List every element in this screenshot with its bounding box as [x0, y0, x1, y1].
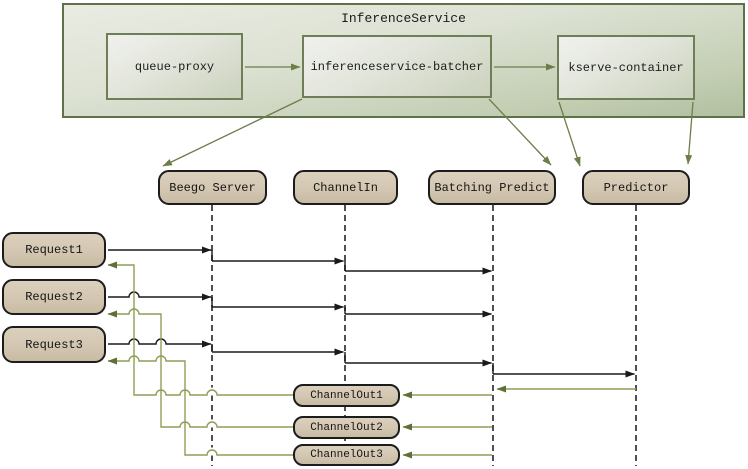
request1-label: Request1 [25, 243, 83, 257]
hop-backing-1 [206, 387, 218, 396]
architecture-arrows [162, 63, 694, 167]
lifeline-head-beego-server-label: Beego Server [169, 180, 256, 195]
channelout3-label: ChannelOut3 [310, 449, 383, 461]
inference-service-title: InferenceService [341, 11, 466, 26]
request1-box: Request1 [2, 232, 106, 268]
lifeline-head-predictor: Predictor [582, 170, 690, 205]
lifeline-head-batching-predict: Batching Predict [428, 170, 556, 205]
lifeline-head-beego-server: Beego Server [158, 170, 267, 205]
route-channelout1-to-request1 [107, 261, 294, 396]
arrow-batcher-to-batching-predict [488, 98, 552, 166]
request3-box: Request3 [2, 326, 106, 363]
green-messages [107, 261, 636, 459]
msg-request2-to-beego [108, 291, 212, 301]
lifeline-head-channelin-label: ChannelIn [313, 180, 378, 195]
route-channelout3-to-request3 [107, 355, 294, 456]
lifelines [211, 205, 637, 466]
hop-backing-3 [206, 447, 218, 456]
black-messages [108, 246, 635, 378]
arrow-kserve-to-predictor-right [685, 101, 694, 165]
hop-backing-2 [206, 419, 218, 428]
channelout1-label: ChannelOut1 [310, 389, 383, 402]
node-queue-proxy: queue-proxy [106, 33, 243, 100]
arrow-kserve-to-predictor-left [558, 101, 581, 167]
node-inferenceservice-batcher: inferenceservice-batcher [302, 35, 492, 98]
channelout1-box: ChannelOut1 [293, 384, 400, 407]
lifeline-head-predictor-label: Predictor [603, 180, 669, 195]
relay-connectors [211, 250, 494, 374]
node-inferenceservice-batcher-label: inferenceservice-batcher [310, 59, 484, 74]
lifeline-head-channelin: ChannelIn [293, 170, 398, 205]
channelout3-box: ChannelOut3 [293, 444, 400, 466]
node-kserve-container-label: kserve-container [568, 60, 684, 75]
request3-label: Request3 [25, 337, 83, 352]
lifeline-head-batching-predict-label: Batching Predict [434, 180, 550, 195]
request2-box: Request2 [2, 279, 106, 315]
node-queue-proxy-label: queue-proxy [134, 59, 215, 74]
channelout2-box: ChannelOut2 [293, 416, 400, 439]
channelout2-label: ChannelOut2 [310, 421, 383, 434]
arrow-batcher-to-beego-server [162, 98, 303, 167]
msg-request3-to-beego [108, 338, 212, 348]
node-kserve-container: kserve-container [557, 35, 695, 100]
request2-label: Request2 [25, 290, 83, 304]
route-channelout2-to-request2 [107, 308, 294, 428]
hop-backings [206, 387, 218, 456]
